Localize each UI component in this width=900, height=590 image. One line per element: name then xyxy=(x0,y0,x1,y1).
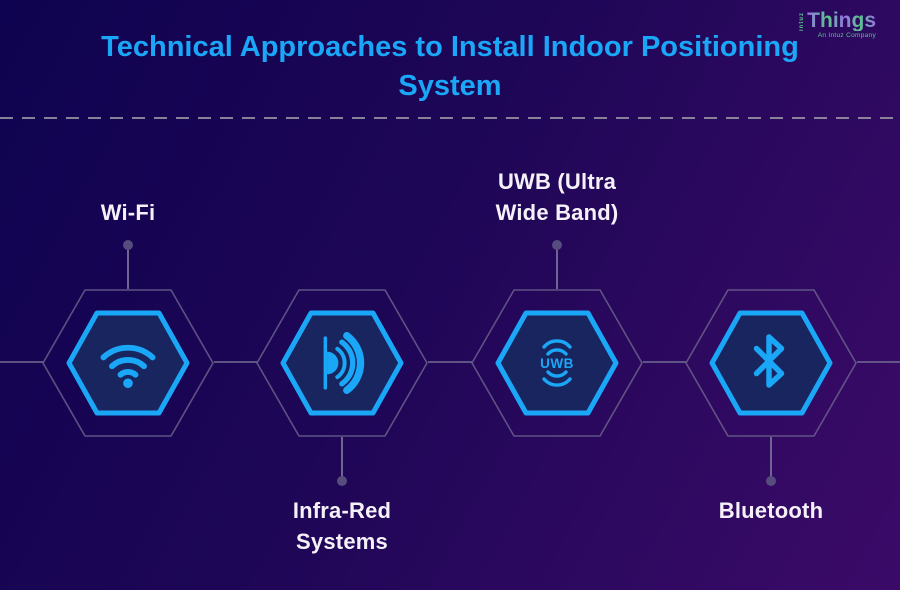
bluetooth-icon xyxy=(753,334,785,388)
inner-hexagon xyxy=(280,310,404,416)
node-wifi: Wi-Fi xyxy=(42,200,214,437)
node-infrared: Infra-Red Systems xyxy=(256,289,428,554)
horizontal-line-segment xyxy=(428,361,472,363)
connector-dot xyxy=(123,240,133,250)
wifi-icon xyxy=(100,344,156,389)
uwb-icon-text: UWB xyxy=(540,356,574,371)
connector-line xyxy=(127,245,129,289)
infrared-icon xyxy=(323,332,365,394)
connector-dot xyxy=(337,476,347,486)
brand-logo-row: intuz Things xyxy=(799,10,876,31)
node-uwb: UWB (Ultra Wide Band) UWB xyxy=(471,169,643,437)
outer-hexagon xyxy=(42,289,214,437)
outer-hexagon xyxy=(256,289,428,437)
logo-tagline: An Intuz Company xyxy=(817,32,876,39)
page-title: Technical Approaches to Install Indoor P… xyxy=(0,28,900,106)
node-label: Infra-Red Systems xyxy=(292,498,392,554)
connector-dot xyxy=(766,476,776,486)
uwb-icon: UWB xyxy=(540,339,574,387)
inner-hexagon xyxy=(66,310,190,416)
horizontal-line-segment xyxy=(857,361,900,363)
page-title-text: Technical Approaches to Install Indoor P… xyxy=(101,31,799,102)
connector-dot xyxy=(552,240,562,250)
brand-logo: intuz Things An Intuz Company xyxy=(799,10,876,40)
connector-line xyxy=(770,437,772,481)
node-label: Wi-Fi xyxy=(100,200,156,225)
horizontal-line-segment xyxy=(0,361,43,363)
connector-line xyxy=(556,245,558,289)
outer-hexagon xyxy=(471,289,643,437)
node-label: Bluetooth xyxy=(718,498,824,523)
logo-brand-text: Things xyxy=(807,9,876,32)
inner-hexagon xyxy=(495,310,619,416)
node-label: UWB (Ultra Wide Band) xyxy=(495,169,619,225)
horizontal-line-segment xyxy=(214,361,257,363)
node-bluetooth: Bluetooth xyxy=(685,289,857,523)
connector-line xyxy=(341,437,343,481)
outer-hexagon xyxy=(685,289,857,437)
horizontal-line-segment xyxy=(643,361,686,363)
dashed-divider xyxy=(0,117,900,119)
